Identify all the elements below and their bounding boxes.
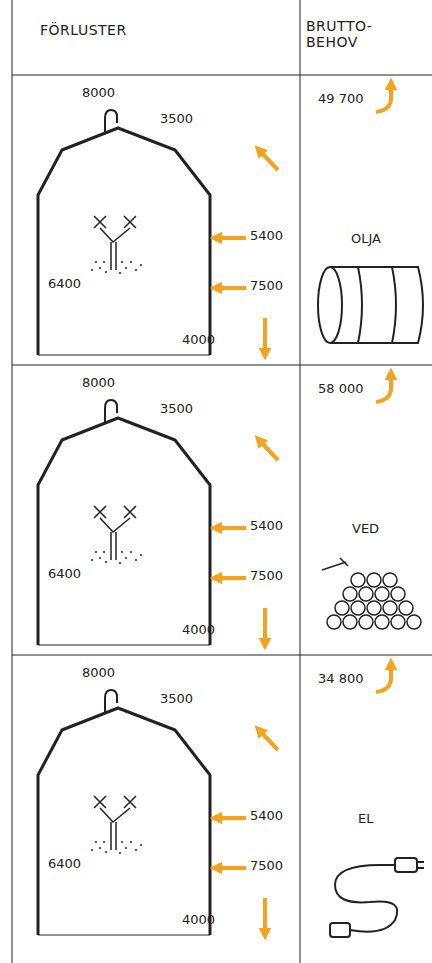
fuel-name: VED bbox=[352, 522, 379, 537]
log bbox=[351, 601, 365, 615]
log bbox=[383, 601, 397, 615]
log bbox=[367, 601, 381, 615]
loss-value: 5400 bbox=[250, 229, 283, 244]
log bbox=[375, 615, 389, 629]
fuel-name: OLJA bbox=[351, 232, 381, 247]
loss-value: 6400 bbox=[48, 277, 81, 292]
loss-value: 7500 bbox=[250, 859, 283, 874]
log bbox=[391, 615, 405, 629]
loss-value: 4000 bbox=[182, 623, 215, 638]
fuel-name: EL bbox=[358, 812, 373, 827]
loss-value: 6400 bbox=[48, 857, 81, 872]
loss-value: 8000 bbox=[82, 666, 115, 681]
log bbox=[359, 615, 373, 629]
loss-value: 8000 bbox=[82, 86, 115, 101]
log bbox=[375, 587, 389, 601]
gross-demand-value: 58 000 bbox=[318, 382, 364, 397]
loss-value: 4000 bbox=[182, 333, 215, 348]
loss-value: 6400 bbox=[48, 567, 81, 582]
log bbox=[367, 573, 381, 587]
loss-value: 3500 bbox=[160, 692, 193, 707]
log bbox=[343, 587, 357, 601]
wood-pile bbox=[322, 558, 421, 629]
log bbox=[407, 615, 421, 629]
column-header: FÖRLUSTER bbox=[40, 22, 127, 38]
loss-value: 5400 bbox=[250, 809, 283, 824]
log bbox=[327, 615, 341, 629]
log bbox=[359, 587, 373, 601]
table-lines bbox=[12, 0, 432, 963]
log bbox=[343, 615, 357, 629]
loss-value: 4000 bbox=[182, 913, 215, 928]
loss-value: 5400 bbox=[250, 519, 283, 534]
loss-value: 3500 bbox=[160, 112, 193, 127]
column-header: BRUTTO- BEHOV bbox=[306, 18, 376, 50]
house-sketch bbox=[38, 374, 391, 645]
loss-value: 3500 bbox=[160, 402, 193, 417]
log bbox=[335, 601, 349, 615]
log bbox=[383, 573, 397, 587]
log bbox=[391, 587, 405, 601]
log bbox=[399, 601, 413, 615]
power-plug bbox=[330, 858, 424, 937]
oil-barrel bbox=[318, 267, 423, 343]
house-sketch bbox=[38, 84, 391, 355]
gross-demand-value: 34 800 bbox=[318, 672, 364, 687]
log bbox=[351, 573, 365, 587]
loss-value: 7500 bbox=[250, 569, 283, 584]
gross-demand-value: 49 700 bbox=[318, 92, 364, 107]
loss-value: 8000 bbox=[82, 376, 115, 391]
loss-value: 7500 bbox=[250, 279, 283, 294]
